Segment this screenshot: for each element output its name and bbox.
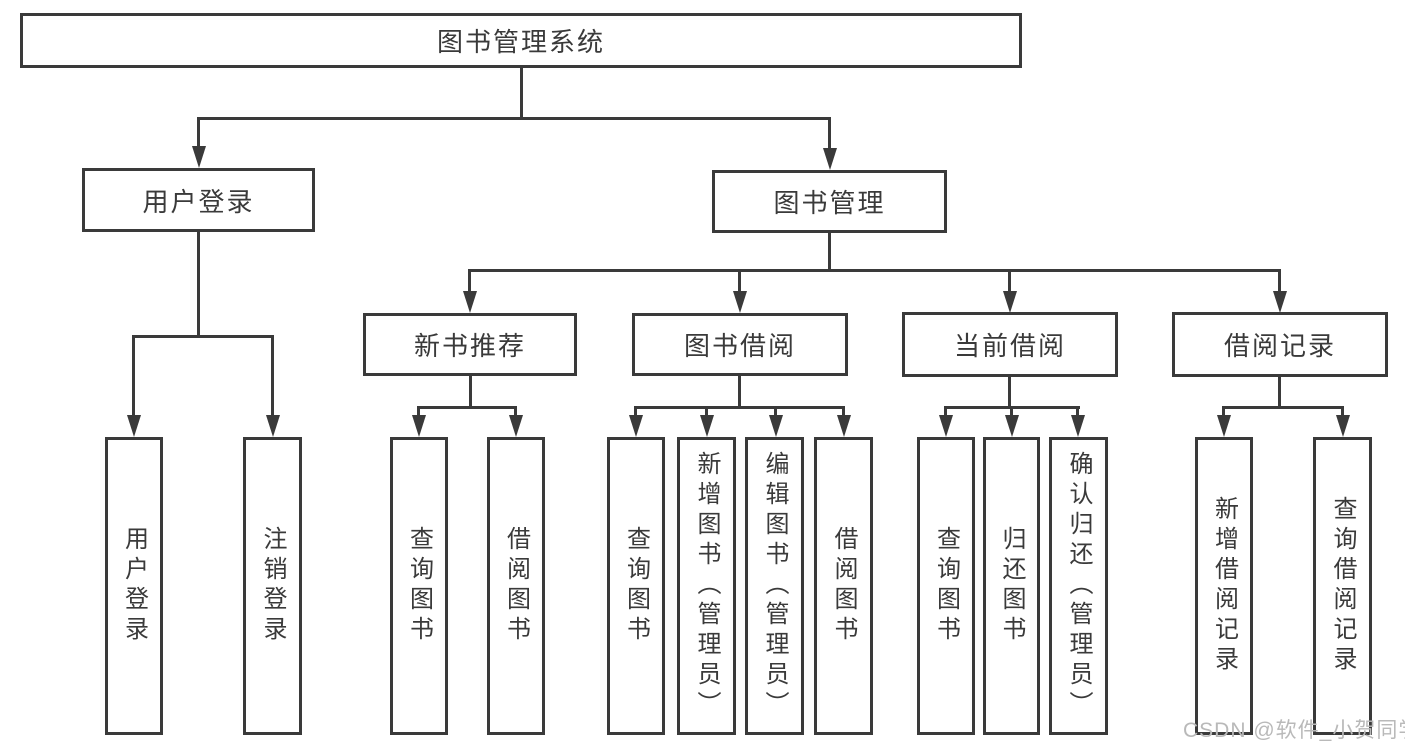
- connector-line: [738, 374, 741, 408]
- connector-line: [520, 66, 523, 118]
- arrow-down-icon: [944, 406, 947, 415]
- connector-line: [133, 335, 274, 338]
- arrow-down-icon: [1010, 406, 1013, 415]
- arrow-down-icon: [1222, 406, 1225, 415]
- node-library-management-system: 图书管理系统: [20, 13, 1022, 68]
- node-logout-action: 注销登录: [243, 437, 302, 735]
- arrow-down-icon: [828, 117, 831, 148]
- node-br-add-record: 新增借阅记录: [1195, 437, 1253, 735]
- arrow-down-icon: [417, 406, 420, 415]
- node-book-management: 图书管理: [712, 170, 947, 233]
- node-br-query-record: 查询借阅记录: [1313, 437, 1372, 735]
- connector-line: [469, 374, 472, 408]
- connector-line: [1222, 406, 1344, 409]
- connector-line: [828, 231, 831, 271]
- arrow-down-icon: [1076, 406, 1079, 415]
- arrow-down-icon: [634, 406, 637, 415]
- node-cb-query-books: 查询图书: [917, 437, 975, 735]
- arrow-down-icon: [774, 406, 777, 415]
- arrow-down-icon: [738, 269, 741, 291]
- node-user-login: 用户登录: [82, 168, 315, 232]
- arrow-down-icon: [1008, 269, 1011, 291]
- connector-line: [1008, 375, 1011, 408]
- node-current-borrowing: 当前借阅: [902, 312, 1118, 377]
- node-borrowing-records: 借阅记录: [1172, 312, 1388, 377]
- node-book-borrowing: 图书借阅: [632, 313, 848, 376]
- node-bb-add-books-admin: 新增图书（管理员）: [677, 437, 736, 735]
- arrow-down-icon: [1278, 269, 1281, 291]
- connector-line: [1278, 375, 1281, 408]
- node-bb-query-books: 查询图书: [607, 437, 665, 735]
- node-rec-borrow-books: 借阅图书: [487, 437, 545, 735]
- connector-line: [197, 117, 831, 120]
- node-cb-return-books: 归还图书: [983, 437, 1040, 735]
- connector-line: [417, 406, 517, 409]
- arrow-down-icon: [132, 335, 135, 415]
- node-new-book-recommendation: 新书推荐: [363, 313, 577, 376]
- node-rec-query-books: 查询图书: [390, 437, 448, 735]
- arrow-down-icon: [197, 117, 200, 146]
- arrow-down-icon: [705, 406, 708, 415]
- arrow-down-icon: [842, 406, 845, 415]
- node-bb-borrow-books: 借阅图书: [814, 437, 873, 735]
- node-bb-edit-books-admin: 编辑图书（管理员）: [745, 437, 804, 735]
- node-user-login-action: 用户登录: [105, 437, 163, 735]
- arrow-down-icon: [271, 335, 274, 415]
- arrow-down-icon: [468, 269, 471, 291]
- csdn-watermark: CSDN @软件_小贺同学: [1183, 719, 1405, 742]
- node-cb-confirm-return-admin: 确认归还（管理员）: [1049, 437, 1108, 735]
- connector-line: [634, 406, 845, 409]
- arrow-down-icon: [1341, 406, 1344, 415]
- connector-line: [468, 269, 1281, 272]
- connector-line: [197, 230, 200, 337]
- arrow-down-icon: [514, 406, 517, 415]
